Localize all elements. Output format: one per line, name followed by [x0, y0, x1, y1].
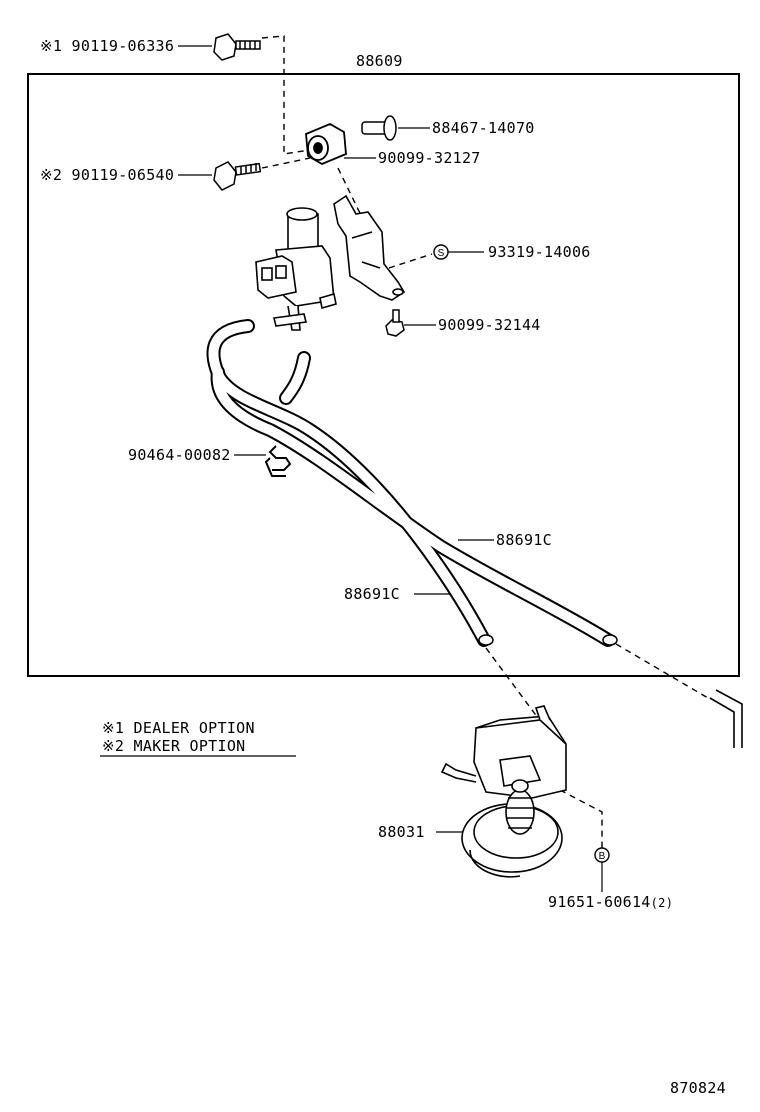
part-label-11: 91651-60614(2): [548, 894, 673, 911]
bracket-icon: [333, 194, 406, 301]
stud-bolt-icon: [361, 115, 397, 141]
hose-icon: [206, 319, 615, 647]
screw-icon: [385, 309, 405, 337]
symbol-s-icon: S: [433, 244, 449, 260]
part-number: 88031: [378, 823, 425, 841]
part-label-1: ※1 90119-06336: [40, 38, 174, 54]
part-number: 91651-60614: [548, 893, 651, 911]
legend-dealer-option: ※1 DEALER OPTION: [102, 719, 255, 737]
option-mark: ※2: [40, 166, 63, 184]
hose-end-icon: [709, 689, 743, 748]
part-number: 90099-32144: [438, 316, 541, 334]
part-number: 88467-14070: [432, 119, 535, 137]
assembly-part-number: 88609: [356, 52, 403, 70]
bolt-icon: [213, 161, 262, 191]
symbol-b-icon: B: [594, 847, 610, 863]
assembly-frame: [27, 73, 740, 677]
option-mark: ※1: [40, 37, 63, 55]
diagram-id: 870824: [670, 1079, 726, 1097]
part-number: 88691C: [496, 531, 552, 549]
actuator-icon: [440, 705, 567, 878]
legend-maker-option: ※2 MAKER OPTION: [102, 737, 246, 755]
part-number: 88691C: [344, 585, 400, 603]
part-label-2: ※2 90119-06540: [40, 167, 174, 183]
part-number: 90119-06540: [71, 166, 175, 184]
clamp-icon: [264, 445, 292, 477]
bolt-icon: [213, 33, 261, 61]
rubber-cushion-icon: [305, 122, 347, 166]
svg-text:B: B: [599, 851, 606, 862]
svg-text:S: S: [438, 248, 445, 259]
part-quantity: (2): [650, 896, 674, 910]
dashed-guide-lines: [261, 35, 709, 850]
part-number: 90464-00082: [128, 446, 231, 464]
leader-lines: [100, 45, 603, 892]
part-number: 90119-06336: [71, 37, 175, 55]
part-number: 90099-32127: [378, 149, 481, 167]
vsv-valve-icon: [255, 207, 337, 331]
part-number: 93319-14006: [488, 243, 591, 261]
